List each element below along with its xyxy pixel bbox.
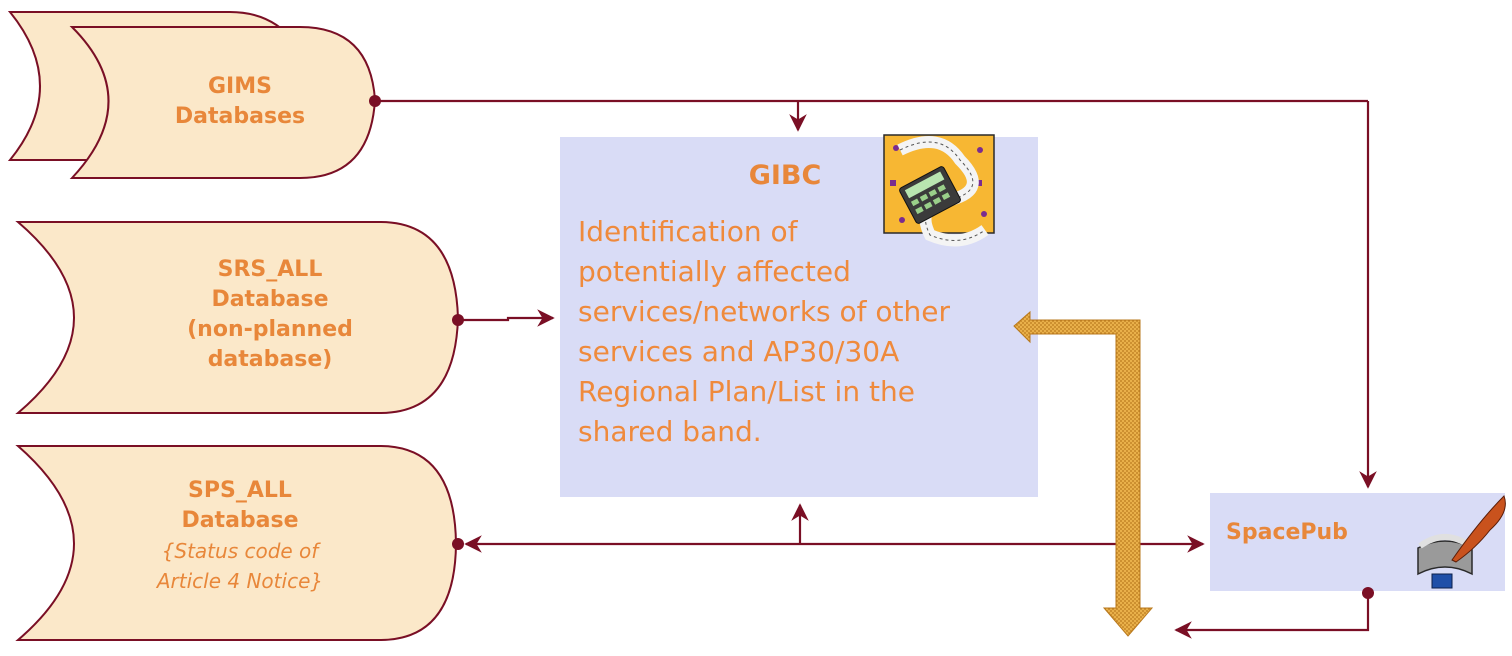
gims-connector-dot: [369, 95, 381, 107]
sps-label-line4: Article 4 Notice}: [156, 569, 324, 593]
gims-connector: [375, 99, 1377, 489]
srs-connector: [458, 309, 555, 327]
sps-database-shape: [15, 445, 458, 641]
spacepub-label: SpacePub: [1226, 520, 1348, 545]
gibc-description-line: services/networks of other: [578, 295, 950, 328]
gims-databases-shape: [7, 11, 377, 179]
srs-label-line3: (non-planned: [187, 317, 353, 342]
srs-label: SRS_ALL Database (non-planned database): [140, 255, 400, 375]
bottom-connector: [464, 503, 1205, 553]
srs-database-shape: [15, 221, 460, 414]
gims-label-line1: GIMS: [208, 74, 272, 99]
gims-label-line2: Databases: [174, 104, 306, 129]
gibc-description-line: services and AP30/30A: [578, 335, 900, 368]
spacepub-connector: [1174, 593, 1370, 639]
srs-connector-dot: [452, 314, 464, 326]
gibc-description-line: Regional Plan/List in the: [578, 375, 915, 408]
gibc-title: GIBC: [748, 160, 822, 191]
sps-connector-dot: [452, 538, 464, 550]
srs-label-line2: Database: [211, 287, 329, 312]
sps-label-line3: {Status code of: [161, 539, 319, 563]
sps-label: SPS_ALL Database {Status code of Article…: [110, 476, 370, 596]
gibc-description-line: shared band.: [578, 415, 762, 448]
gibc-description-line: potentially affected: [578, 255, 851, 288]
sps-label-line2: Database: [181, 508, 299, 533]
spacepub-connector-dot: [1362, 587, 1374, 599]
srs-label-line4: database): [207, 347, 333, 372]
srs-label-line1: SRS_ALL: [217, 257, 323, 282]
gims-label: GIMS Databases: [140, 72, 340, 132]
calculator-tape-icon: [883, 134, 995, 247]
gibc-description-line: Identification of: [578, 215, 798, 248]
sps-label-line1: SPS_ALL: [188, 478, 292, 503]
book-quill-icon: [1417, 495, 1506, 589]
gibc-description: Identification of potentially affected s…: [578, 212, 1038, 452]
output-fat-arrow: [1013, 310, 1154, 637]
